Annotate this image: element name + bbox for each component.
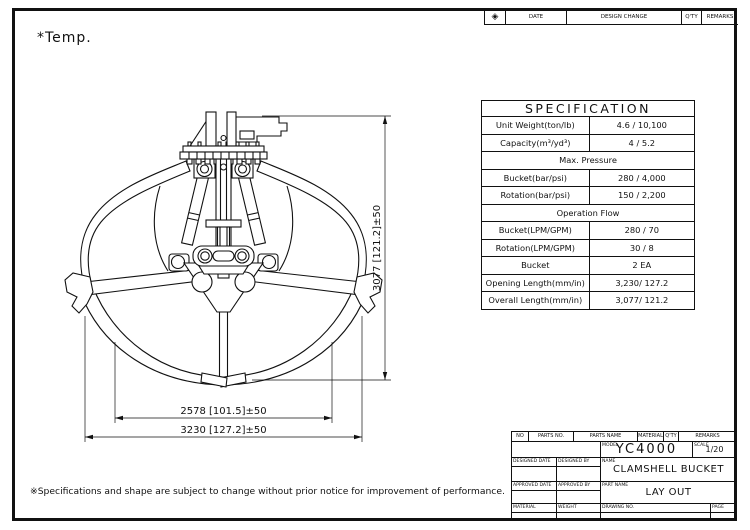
tb-designed-date-cell: DESIGNED DATE	[512, 458, 557, 481]
tb-designed-by-cell: DESIGNED BY	[557, 458, 601, 481]
spec-label: Unit Weight(ton/lb)	[481, 116, 590, 135]
tb-header-qty: Q'TY	[664, 432, 679, 441]
rotator-bracket	[236, 116, 288, 143]
tb-part-name-cell: PART NAME LAY OUT	[601, 482, 736, 503]
spec-label: Rotation(LPM/GPM)	[481, 238, 590, 257]
specification-table: SPECIFICATION Unit Weight(ton/lb)4.6 / 1…	[481, 100, 696, 310]
temp-annotation: *Temp.	[37, 30, 92, 46]
model-value: YC4000	[615, 442, 678, 457]
center-seam	[218, 312, 229, 376]
spec-section-operation-flow: Operation Flow	[481, 203, 695, 222]
tb-name-label: NAME	[602, 459, 616, 464]
dimension-inner-width: 2578 [101.5]±50	[114, 342, 333, 423]
spec-section-max-pressure: Max. Pressure	[481, 151, 695, 170]
spec-label: Bucket(bar/psi)	[481, 168, 590, 187]
spec-label: Opening Length(mm/in)	[481, 273, 590, 292]
spec-value: 150 / 2,200	[588, 186, 696, 205]
clamshell-bucket-drawing: 3077 [121.2]±50 2578 [101.5]±50 3230 [12…	[64, 111, 391, 442]
tb-part-name-label: PART NAME	[602, 483, 629, 488]
spec-title: SPECIFICATION	[481, 100, 695, 117]
spec-label: Bucket	[481, 256, 590, 275]
tb-scale-cell: SCALE 1/20	[693, 442, 736, 457]
spec-label: Capacity(m³/yd³)	[481, 133, 590, 152]
pivot-hole-left	[191, 271, 213, 293]
revision-col-remarks: REMARKS	[706, 14, 734, 20]
tb-approved-by-cell: APPROVED BY	[557, 482, 601, 503]
tb-page-label: PAGE	[712, 505, 724, 510]
spec-label: Rotation(bar/psi)	[481, 186, 590, 205]
spec-value: 30 / 8	[588, 238, 696, 257]
tb-page-cell: PAGE	[711, 504, 736, 521]
name-value: CLAMSHELL BUCKET	[613, 464, 724, 475]
spec-value: 3,230/ 127.2	[588, 273, 696, 292]
spec-label: Overall Length(mm/in)	[481, 291, 590, 310]
tb-drawing-no-label: DRAWING NO.	[602, 505, 635, 510]
cutting-edge-left	[200, 372, 228, 388]
tb-model-label: MODEL	[602, 443, 619, 448]
spec-value: 2 EA	[588, 256, 696, 275]
tb-header-material: MATERIAL	[638, 432, 664, 441]
part-name-value: LAY OUT	[645, 487, 692, 498]
footnote: ※Specifications and shape are subject to…	[30, 486, 505, 497]
spec-value: 4.6 / 10,100	[588, 116, 696, 135]
tb-approved-date-label: APPROVED DATE	[513, 483, 552, 488]
tb-approved-by-label: APPROVED BY	[558, 483, 591, 488]
sheet-border	[12, 8, 737, 521]
tb-weight-label: WEIGHT	[558, 505, 577, 510]
tb-designed-date-label: DESIGNED DATE	[513, 459, 551, 464]
revision-col-qty: Q'TY	[682, 11, 702, 24]
revision-col-design-change: DESIGN CHANGE	[567, 11, 682, 24]
spec-value: 4 / 5.2	[588, 133, 696, 152]
spec-value: 280 / 70	[588, 221, 696, 240]
tb-material-cell: MATERIAL	[512, 504, 557, 521]
tb-header-remarks: REMARKS	[695, 433, 720, 439]
tb-drawing-no-cell: DRAWING NO.	[601, 504, 711, 521]
spec-label: Bucket(LPM/GPM)	[481, 221, 590, 240]
head-post	[205, 111, 217, 147]
dimension-outer-width-label: 3230 [127.2]±50	[180, 425, 266, 436]
tb-parts-empty	[512, 442, 601, 457]
dimension-height: 3077 [121.2]±50	[252, 115, 391, 381]
tb-header-parts-no: PARTS NO.	[529, 432, 574, 441]
tb-header-parts-name: PARTS NAME	[574, 432, 638, 441]
spec-value: 280 / 4,000	[588, 168, 696, 187]
pivot-hole-right	[234, 271, 256, 293]
spec-value: 3,077/ 121.2	[588, 291, 696, 310]
tb-model-cell: MODEL YC4000	[601, 442, 693, 457]
tb-header-no: NO	[512, 432, 529, 441]
tb-designed-by-label: DESIGNED BY	[558, 459, 590, 464]
dimension-outer-width: 3230 [127.2]±50	[84, 316, 363, 442]
mounting-flange	[182, 145, 265, 153]
dimension-height-label: 3077 [121.2]±50	[372, 205, 383, 291]
title-block: NO PARTS NO. PARTS NAME MATERIAL Q'TY RE…	[511, 431, 737, 521]
tb-name-cell: NAME CLAMSHELL BUCKET	[601, 458, 736, 481]
revision-bar: ◈ DATE DESIGN CHANGE Q'TY REMARKS	[484, 11, 738, 25]
tb-weight-cell: WEIGHT	[557, 504, 601, 521]
revision-col-date: DATE	[506, 11, 567, 24]
tb-material-label: MATERIAL	[513, 505, 536, 510]
dimension-inner-width-label: 2578 [101.5]±50	[180, 406, 266, 417]
tb-scale-label: SCALE	[694, 443, 709, 448]
scale-value: 1/20	[705, 445, 724, 454]
revision-marker-icon: ◈	[485, 11, 506, 24]
tb-approved-date-cell: APPROVED DATE	[512, 482, 557, 503]
